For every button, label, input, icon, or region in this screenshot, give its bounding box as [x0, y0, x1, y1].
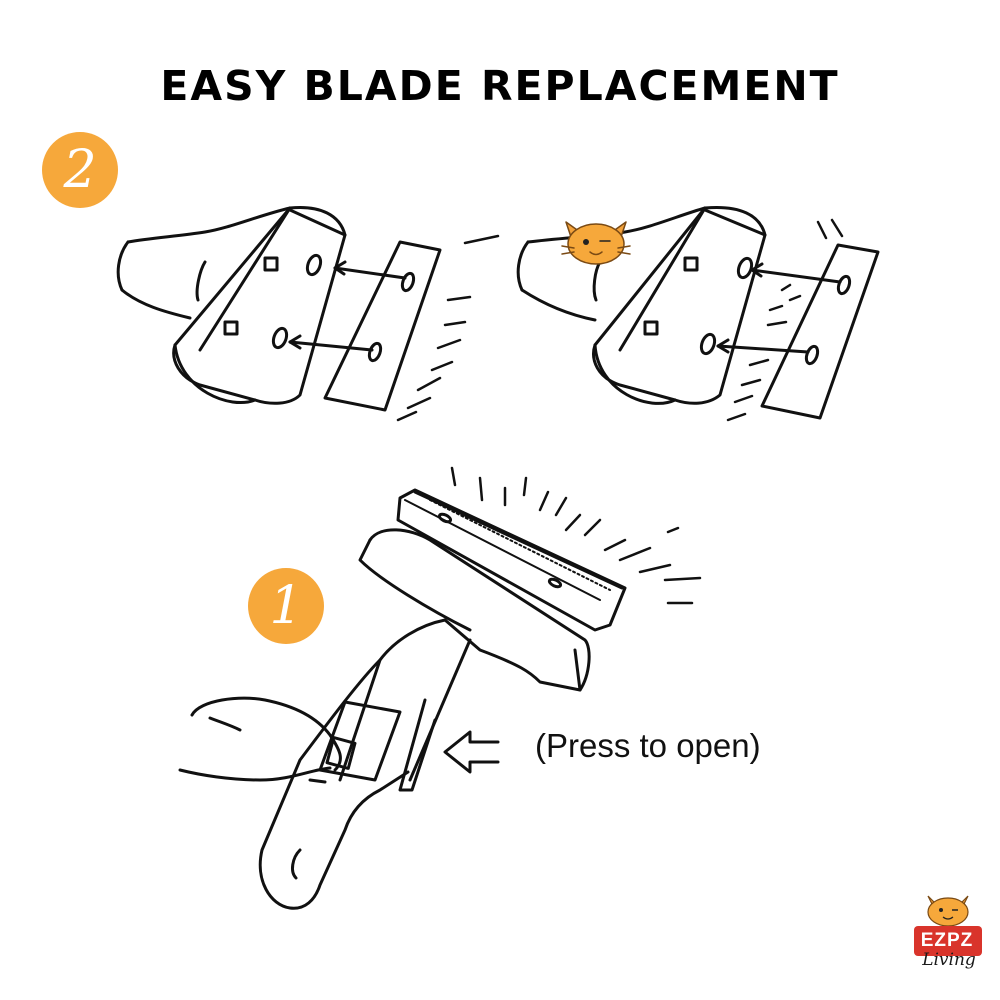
motion-lines-bottom — [450, 466, 702, 605]
motion-lines-right — [726, 218, 844, 422]
scraper-tool — [258, 488, 627, 910]
step-2-badge: 2 — [42, 132, 118, 208]
hand — [178, 696, 342, 782]
logo-brand-text: EZPZ — [920, 930, 974, 951]
scraper-head-right — [516, 205, 767, 405]
brand-logo: EZPZ Living — [908, 886, 988, 986]
arrow-left-icon — [443, 730, 500, 774]
logo-graphic — [914, 895, 982, 956]
motion-lines-left — [396, 234, 500, 422]
blade-right — [716, 243, 880, 420]
page-title: EASY BLADE REPLACEMENT — [160, 62, 840, 110]
blade-left — [288, 240, 442, 412]
step-1-badge: 1 — [248, 568, 324, 644]
scraper-head-left — [116, 205, 347, 405]
logo-sub-text: Living — [922, 950, 976, 970]
cat-mascot-icon — [561, 221, 631, 265]
press-to-open-caption: (Press to open) — [535, 727, 761, 764]
